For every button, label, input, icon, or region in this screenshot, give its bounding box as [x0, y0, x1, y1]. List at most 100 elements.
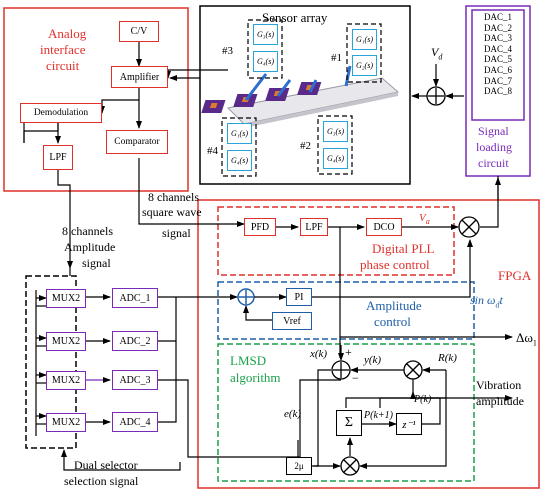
- sensor-group-1: [346, 23, 382, 83]
- selector-line2: selection signal: [64, 474, 139, 488]
- lmsd-sum-junction: [331, 360, 351, 380]
- analog-interface-frame: [3, 7, 189, 192]
- sin-label-sub: d: [495, 300, 500, 310]
- dac-item: DAC_1: [483, 12, 512, 22]
- sin-label-main: sin ω: [470, 293, 496, 307]
- lmsd-minus-label: −: [352, 371, 359, 385]
- pfd-block: PFD: [244, 218, 276, 236]
- lmsd-plus-label: +: [345, 345, 352, 359]
- amplitude-control-line1: Amplitude: [366, 298, 422, 313]
- pll-label-line1: Digital PLL: [372, 241, 435, 256]
- adc-block: ADC_4: [112, 412, 158, 432]
- amplitude-signal-line2: Amplitude: [64, 240, 116, 254]
- amplitude-signal-line1: 8 channels: [62, 224, 113, 238]
- pll-lpf-block: LPF: [300, 218, 328, 236]
- vd-label-main: V: [431, 45, 439, 59]
- amplitude-signal-line3: signal: [82, 256, 111, 270]
- dac-item: DAC_6: [483, 64, 512, 75]
- dac-item: DAC_8: [483, 86, 512, 97]
- sensor-cell-g3-top: G₃(s): [253, 24, 278, 45]
- lmsd-label-line2: algorithm: [230, 370, 281, 385]
- mux-dashed-frame: [25, 275, 77, 449]
- lmsd-label-line1: LMSD: [230, 353, 267, 368]
- adc-block: ADC_3: [112, 370, 158, 390]
- analog-title-line1: Analog: [48, 26, 87, 41]
- va-label-main: V: [419, 212, 426, 224]
- signal-loading-line1: Signal: [478, 124, 509, 138]
- sensor-sum-junction: [426, 86, 446, 106]
- pll-label-line2: phase control: [360, 257, 430, 272]
- lmsd-p1-label: P(k+1): [364, 410, 393, 421]
- lmsd-dashed-frame: [217, 343, 475, 482]
- sensor-cell-g4-left: G₄(s): [227, 150, 252, 171]
- lmsd-multiplier-top: [403, 360, 423, 380]
- comparator-block: Comparator: [106, 130, 168, 154]
- signal-loading-line2: loading: [476, 140, 512, 154]
- sensor-group-2: [317, 115, 353, 175]
- amplitude-control-line2: control: [374, 314, 411, 329]
- sin-label-t: t: [499, 293, 503, 307]
- lmsd-p-label: P(k): [414, 394, 432, 405]
- z-inverse-block: z⁻¹: [396, 413, 422, 435]
- sensor-number-4: #4: [207, 145, 218, 157]
- cv-block: C/V: [119, 21, 159, 42]
- sin-label: sin ωdt: [470, 293, 503, 309]
- dac-item: DAC_2: [483, 22, 512, 33]
- lmsd-x-label: x(k): [310, 348, 328, 360]
- fpga-label: FPGA: [498, 268, 532, 283]
- sensor-cell-g4-top: G₄(s): [253, 51, 278, 72]
- sensor-cell-g3-bottom: G₃(s): [323, 121, 348, 142]
- square-wave-line3: signal: [162, 226, 191, 240]
- vd-label-sub: d: [438, 52, 443, 62]
- sensor-number-2: #2: [300, 140, 311, 152]
- dac-list: DAC_1 DAC_2 DAC_3 DAC_4 DAC_5 DAC_6 DAC_…: [474, 12, 522, 97]
- sensor-number-1: #1: [331, 52, 342, 64]
- sensor-array-title: Sensor array: [262, 10, 328, 25]
- mux-block: MUX2: [46, 332, 86, 351]
- va-label: Va: [419, 212, 430, 226]
- mux-adc-connectors: [35, 268, 331, 458]
- square-wave-line1: 8 channels: [148, 190, 199, 204]
- analog-title-line2: interface: [40, 42, 86, 57]
- amplitude-connectors: [176, 239, 513, 340]
- sigma-block: Σ: [336, 410, 362, 436]
- mux-block: MUX2: [46, 289, 86, 308]
- sensor-junction-lines: [411, 64, 501, 228]
- signal-loading-line3: circuit: [478, 156, 509, 170]
- amplifier-block: Amplifier: [111, 66, 168, 88]
- sensor-group-4: [221, 117, 257, 177]
- lmsd-multiplier-bottom: [340, 456, 360, 476]
- delta-omega-label: Δω1: [516, 330, 537, 348]
- vibration-line2: amplitude: [476, 394, 524, 408]
- vref-block: Vref: [272, 312, 312, 330]
- lmsd-y-label: y(k): [364, 354, 382, 366]
- mux-block: MUX2: [46, 371, 86, 390]
- mux-block: MUX2: [46, 413, 86, 432]
- delta-omega-sub: 1: [532, 338, 537, 348]
- sensor-array-frame: [199, 5, 411, 185]
- two-mu-block: 2μ: [286, 457, 312, 475]
- lmsd-connectors: [297, 345, 513, 469]
- vd-label: Vd: [431, 45, 442, 61]
- dac-item: DAC_5: [483, 54, 512, 65]
- dac-inner-frame: [471, 9, 525, 121]
- adc-block: ADC_2: [112, 331, 158, 351]
- dco-block: DCO: [366, 218, 402, 236]
- selector-signal-line: [61, 449, 181, 471]
- sensor-group-3: [247, 19, 283, 79]
- dac-item: DAC_4: [483, 43, 512, 54]
- adc-block: ADC_1: [112, 288, 158, 308]
- dac-item: DAC_7: [483, 75, 512, 86]
- analog-lpf-block: LPF: [43, 145, 73, 170]
- selector-line1: Dual selector: [74, 458, 138, 472]
- sensor-cell-g4-bottom: G₄(s): [323, 148, 348, 169]
- sensor-pointers: [244, 65, 352, 101]
- dac-item: DAC_3: [483, 33, 512, 44]
- pll-dashed-frame: [217, 206, 455, 276]
- pi-block: PI: [286, 288, 312, 306]
- sensor-platform-side: [244, 92, 398, 128]
- sensor-number-3: #3: [222, 45, 233, 57]
- sensor-cell-g2-right: G₂(s): [352, 55, 377, 76]
- sensor-cell-g1-right: G₁(s): [352, 29, 377, 50]
